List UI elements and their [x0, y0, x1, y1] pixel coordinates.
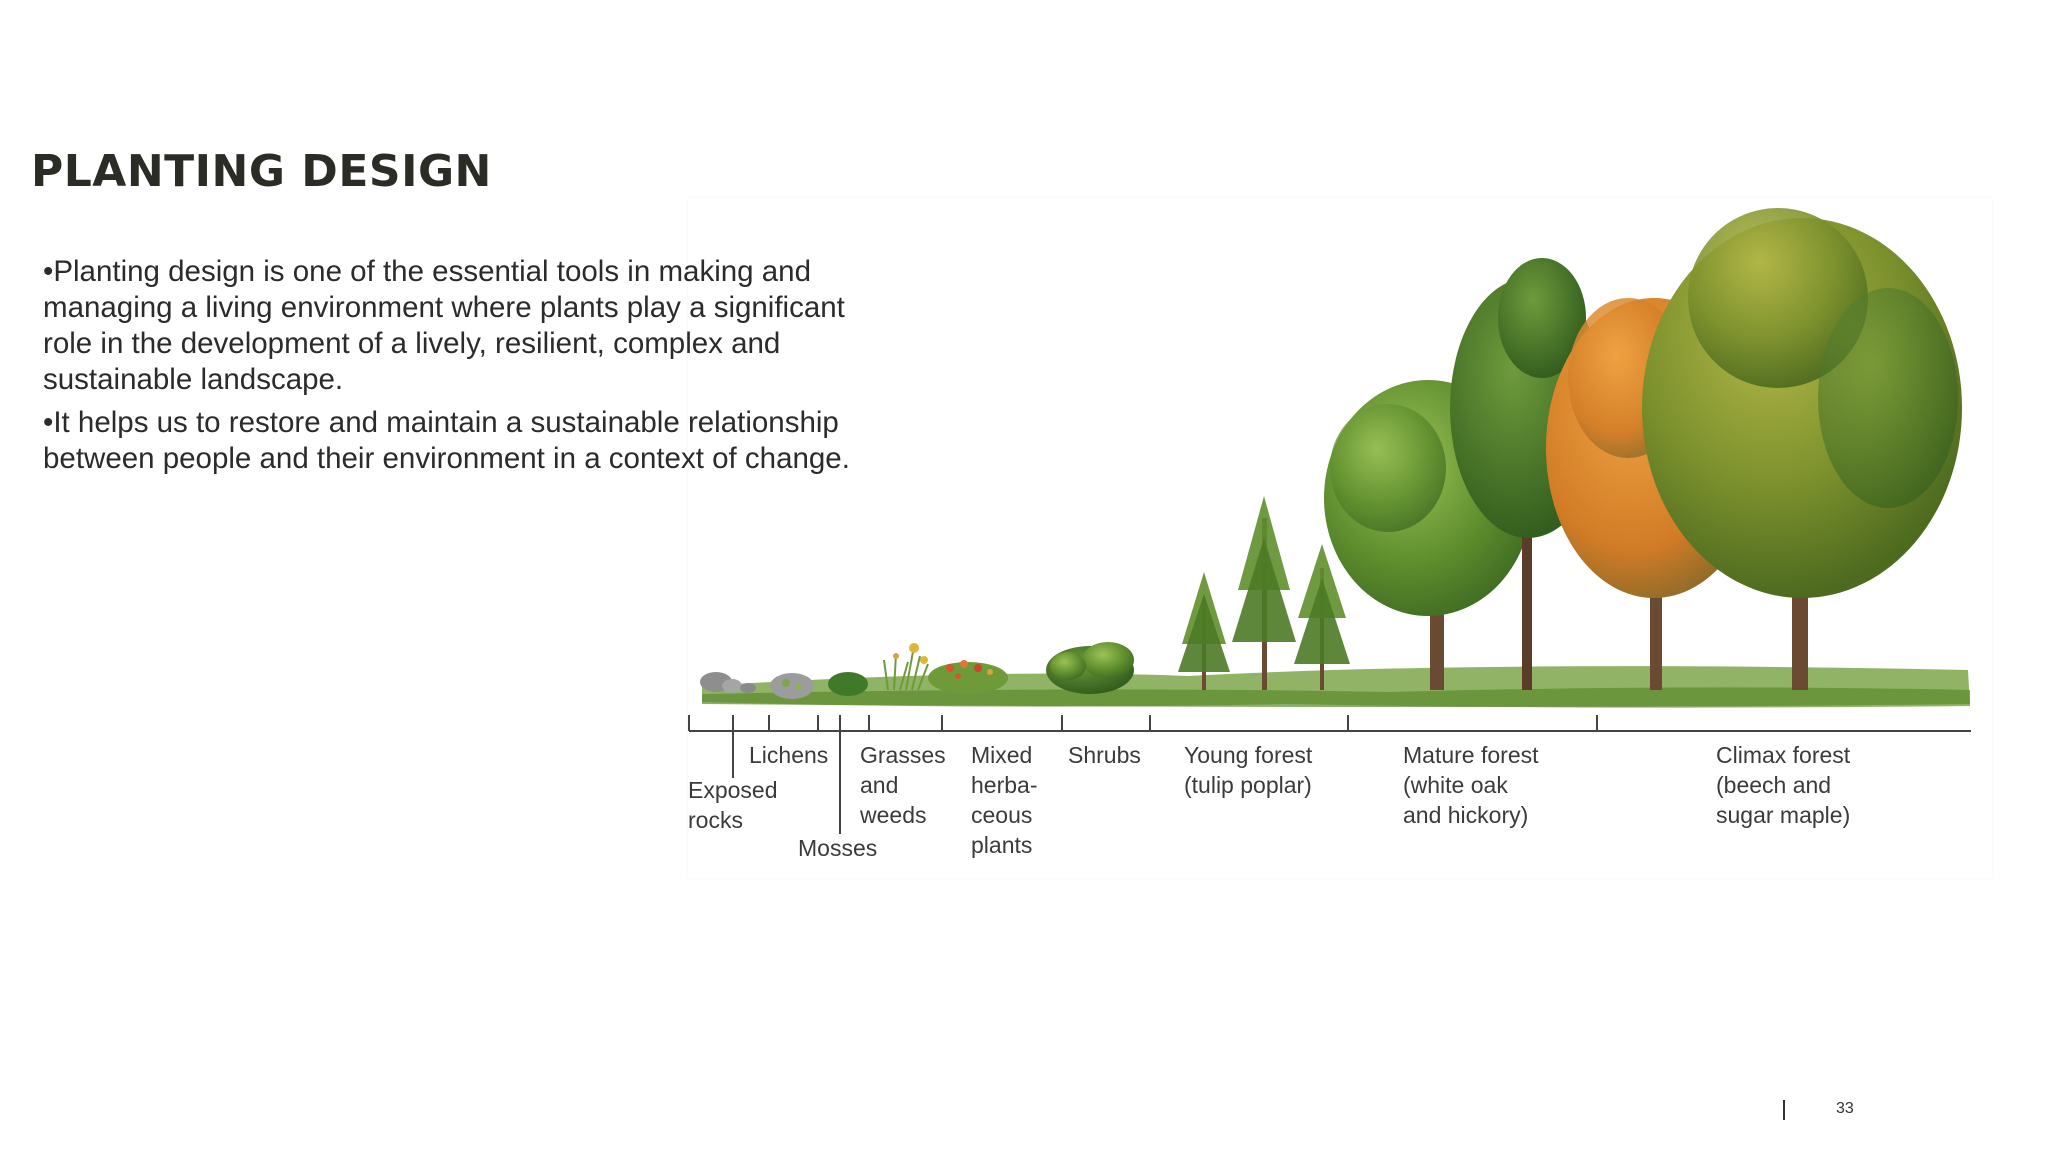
stage-label-young-forest: Young forest (tulip poplar) — [1184, 742, 1313, 798]
succession-drawing — [688, 208, 1971, 834]
stage-label-mixed-herbaceous-plants: Mixed herba- ceous plants — [971, 742, 1038, 858]
slide-title: PLANTING DESIGN — [31, 146, 492, 197]
shrubs-drawing — [1046, 642, 1134, 694]
mosses-drawing — [828, 672, 868, 696]
slide-body: •Planting design is one of the essential… — [43, 254, 893, 484]
stage-label-shrubs: Shrubs — [1068, 742, 1141, 768]
bullet-paragraph-2: •It helps us to restore and maintain a s… — [43, 406, 850, 475]
footer-separator — [1783, 1100, 1785, 1120]
stage-label-grasses-and-weeds: Grasses and weeds — [860, 742, 946, 828]
bullet-paragraph-1: •Planting design is one of the essential… — [43, 255, 845, 396]
succession-illustration: Exposed rocks Lichens Mosses Grasses and… — [688, 198, 1992, 878]
timeline-axis — [688, 715, 1971, 834]
herbaceous-drawing — [928, 660, 1008, 694]
stage-label-climax-forest: Climax forest (beech and sugar maple) — [1716, 742, 1851, 828]
grasses-drawing — [883, 643, 929, 691]
stage-label-mature-forest: Mature forest (white oak and hickory) — [1403, 742, 1539, 828]
stage-label-mosses: Mosses — [798, 835, 878, 861]
exposed-rocks-drawing — [700, 672, 756, 693]
stage-label-lichens: Lichens — [749, 742, 829, 768]
page-number: 33 — [1836, 1100, 1854, 1117]
climax-forest-drawing — [1546, 208, 1962, 690]
lichens-drawing — [770, 673, 814, 699]
stage-label-exposed-rocks: Exposed rocks — [688, 777, 778, 833]
mature-forest-drawing — [1324, 258, 1606, 690]
young-forest-drawing — [1178, 496, 1350, 690]
